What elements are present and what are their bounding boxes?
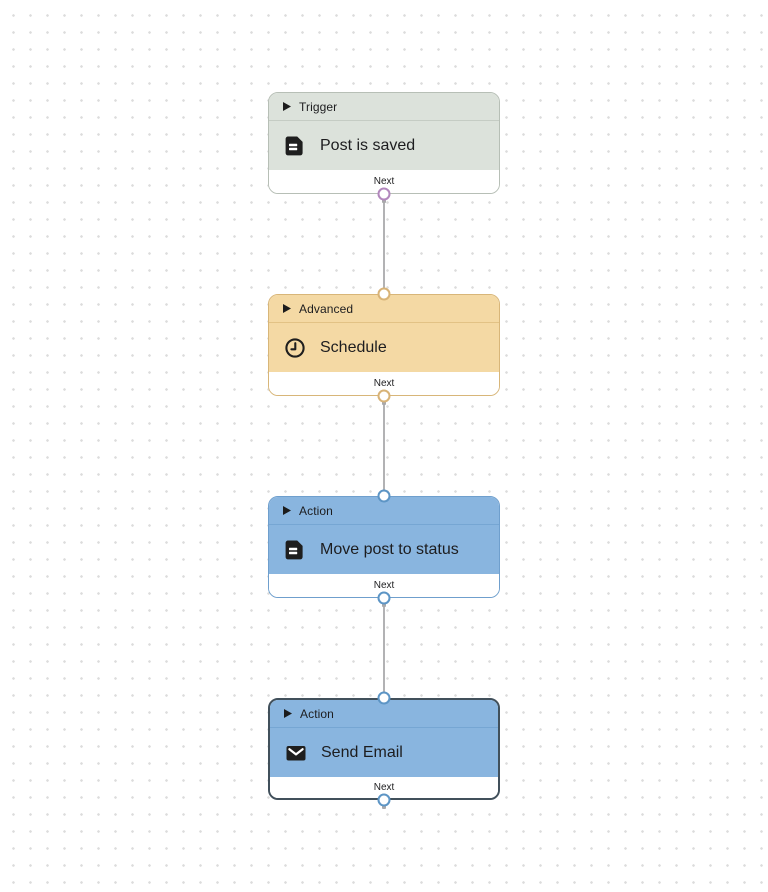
document-icon <box>285 136 303 155</box>
node-send-email[interactable]: Action Send Email Next <box>268 698 500 800</box>
node-title: Move post to status <box>320 540 459 558</box>
caret-right-icon <box>283 102 291 111</box>
node-post-is-saved[interactable]: Trigger Post is saved Next <box>268 92 500 194</box>
node-header: Trigger <box>269 93 499 121</box>
edge-schedule-to-move-post[interactable] <box>383 396 385 496</box>
node-title: Post is saved <box>320 136 416 154</box>
handle-move-post-output[interactable] <box>377 591 391 605</box>
node-category-label: Advanced <box>299 301 354 316</box>
handle-send-email-input[interactable] <box>377 691 391 705</box>
handle-stub <box>382 199 386 203</box>
node-body: Post is saved <box>269 121 499 170</box>
node-title: Send Email <box>321 743 403 761</box>
edge-move-post-to-send-email[interactable] <box>383 598 385 698</box>
next-label: Next <box>373 176 395 187</box>
node-category-label: Action <box>300 706 334 721</box>
caret-right-icon <box>283 506 291 515</box>
clock-icon <box>285 337 305 358</box>
handle-stub <box>382 401 386 405</box>
handle-post-is-saved-output[interactable] <box>377 187 391 201</box>
node-footer: Next <box>269 574 499 597</box>
node-title: Schedule <box>320 338 387 356</box>
node-body: Send Email <box>270 728 498 777</box>
node-schedule[interactable]: Advanced Schedule Next <box>268 294 500 396</box>
handle-schedule-input[interactable] <box>377 287 391 301</box>
node-category-label: Trigger <box>299 99 338 114</box>
next-label: Next <box>373 378 395 389</box>
node-category-label: Action <box>299 503 333 518</box>
next-label: Next <box>373 782 395 793</box>
caret-right-icon <box>283 304 291 313</box>
node-footer: Next <box>269 372 499 395</box>
node-header: Action <box>270 700 498 728</box>
node-body: Schedule <box>269 323 499 372</box>
next-label: Next <box>373 580 395 591</box>
handle-stub <box>382 603 386 607</box>
handle-send-email-output[interactable] <box>377 793 391 807</box>
handle-move-post-input[interactable] <box>377 489 391 503</box>
node-footer: Next <box>269 170 499 193</box>
handle-schedule-output[interactable] <box>377 389 391 403</box>
node-footer: Next <box>270 777 498 798</box>
node-move-post-to-status[interactable]: Action Move post to status Next <box>268 496 500 598</box>
caret-right-icon <box>284 709 292 718</box>
node-body: Move post to status <box>269 525 499 574</box>
handle-stub <box>382 805 386 809</box>
edge-trigger-to-schedule[interactable] <box>383 194 385 294</box>
envelope-icon <box>286 745 306 760</box>
document-icon <box>285 540 303 559</box>
